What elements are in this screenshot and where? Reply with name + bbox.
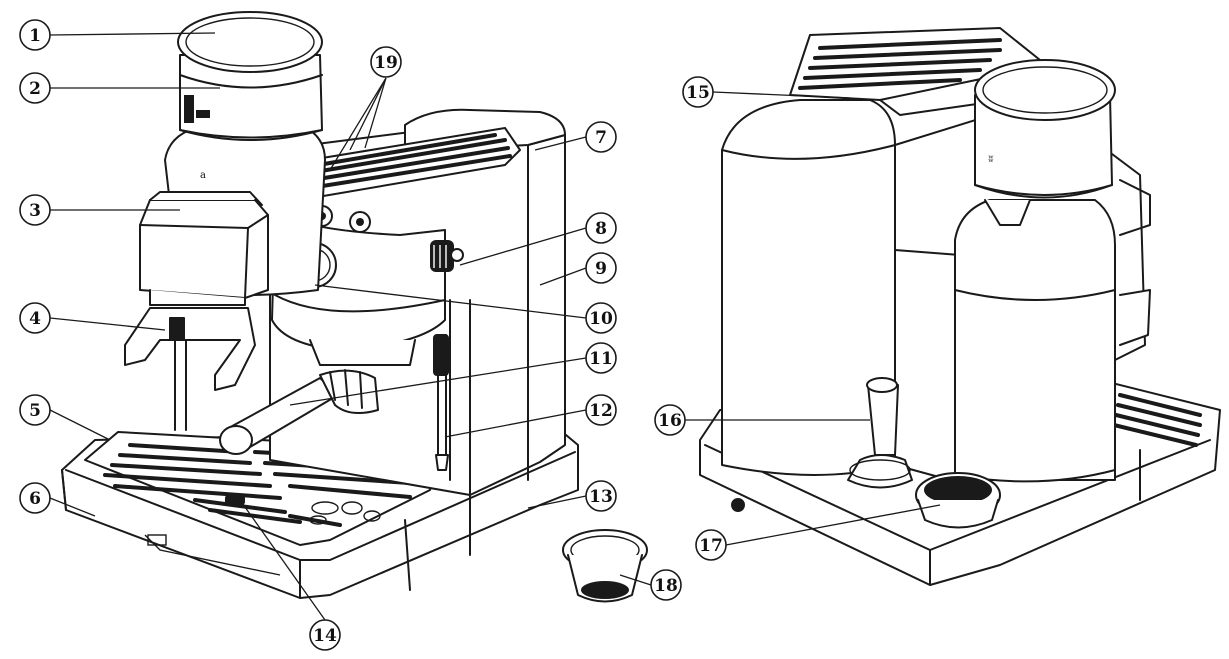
callout-14: 14 [309, 619, 341, 651]
callout-label: 8 [595, 219, 607, 239]
callout-label: 6 [29, 489, 41, 509]
leader-lines [49, 32, 941, 621]
steam-wand [433, 334, 449, 471]
callout-label: 7 [595, 128, 607, 148]
steam-knob [430, 240, 464, 272]
callout-label: 11 [589, 349, 613, 369]
callout-label: 1 [29, 26, 41, 46]
callout-6: 6 [19, 482, 51, 514]
callout-label: 5 [29, 401, 41, 421]
callout-13: 13 [585, 480, 617, 512]
callout-3: 3 [19, 194, 51, 226]
callout-17: 17 [695, 529, 727, 561]
callout-2: 2 [19, 72, 51, 104]
callout-8: 8 [585, 212, 617, 244]
svg-text:ʬ: ʬ [988, 154, 994, 165]
callout-label: 19 [374, 53, 398, 73]
rear-cup-warmer [789, 27, 1041, 116]
grinder-outlet [139, 191, 269, 306]
callout-label: 13 [589, 487, 613, 507]
filter-basket [562, 529, 648, 603]
callout-label: 3 [29, 201, 41, 221]
callout-15: 15 [682, 76, 714, 108]
portafilter-holder [124, 307, 256, 431]
callout-7: 7 [585, 121, 617, 153]
callout-19: 19 [370, 46, 402, 78]
tamper [847, 377, 913, 489]
callout-1: 1 [19, 19, 51, 51]
callout-label: 4 [29, 309, 41, 329]
callout-11: 11 [585, 342, 617, 374]
callout-label: 16 [658, 411, 682, 431]
callout-12: 12 [585, 394, 617, 426]
callout-label: 17 [699, 536, 723, 556]
callout-10: 10 [585, 302, 617, 334]
callout-label: 14 [313, 626, 337, 646]
rear-view: ʬ [699, 27, 1221, 586]
portafilter [219, 369, 379, 455]
front-view: a [61, 11, 579, 599]
callout-label: 15 [686, 83, 710, 103]
callout-label: 10 [589, 309, 613, 329]
callout-label: 18 [654, 576, 678, 596]
basket-holder [915, 472, 1001, 529]
svg-text:a: a [200, 170, 206, 181]
callout-label: 9 [595, 259, 607, 279]
callout-4: 4 [19, 302, 51, 334]
callout-label: 12 [589, 401, 613, 421]
callout-16: 16 [654, 404, 686, 436]
rear-grinder: ʬ [954, 59, 1116, 483]
callout-5: 5 [19, 394, 51, 426]
callout-9: 9 [585, 252, 617, 284]
callout-18: 18 [650, 569, 682, 601]
water-tank [721, 99, 896, 476]
callout-label: 2 [29, 79, 41, 99]
